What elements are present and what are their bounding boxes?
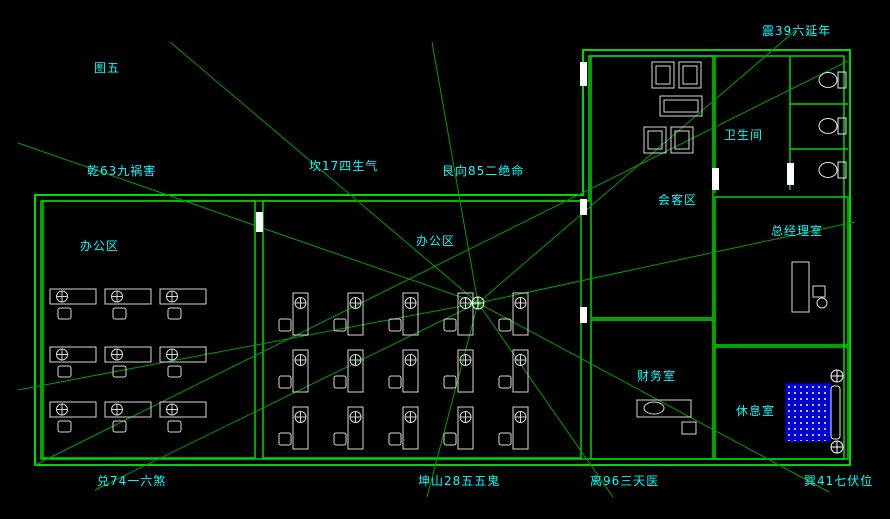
lounge-bed-dots — [786, 384, 830, 441]
wall-gm-office — [714, 196, 849, 346]
door-office-divider — [256, 212, 263, 232]
building-walls — [34, 49, 851, 466]
bagua-label-gen: 艮向85二绝命 — [442, 164, 525, 178]
door-middle-office-2 — [580, 307, 587, 323]
desk — [49, 346, 97, 378]
desk — [443, 349, 474, 393]
desk — [278, 349, 309, 393]
bathroom-toilets — [818, 71, 847, 179]
finance-room-furniture — [636, 399, 697, 435]
wall-finance-room — [590, 319, 714, 460]
desk — [443, 406, 474, 450]
gm-office-furniture — [791, 261, 828, 313]
bagua-label-zhen: 震39六延年 — [762, 24, 832, 38]
meeting-room-furniture — [643, 61, 703, 154]
door-middle-office-top — [580, 62, 587, 86]
lounge-fixture-bottom — [830, 440, 844, 454]
wall-lounge — [714, 346, 849, 460]
desk — [498, 406, 529, 450]
desk — [104, 401, 152, 433]
wall-office-left — [42, 200, 256, 459]
toilet — [818, 161, 847, 179]
door-frames — [256, 62, 794, 323]
figure-title: 图五 — [94, 61, 121, 75]
desk — [333, 406, 364, 450]
desk — [159, 401, 207, 433]
desk — [278, 292, 309, 336]
bagua-label-dui: 兑74一六煞 — [97, 474, 167, 488]
room-label-gm-office: 总经理室 — [771, 224, 824, 238]
bagua-label-xun: 巽41七伏位 — [804, 474, 874, 488]
desk — [159, 346, 207, 378]
wall-office-middle — [262, 200, 582, 459]
middle-office-desks — [278, 292, 529, 450]
bagua-center-marker — [471, 296, 485, 310]
finance-cabinet — [681, 421, 697, 435]
desk — [388, 349, 419, 393]
desk — [49, 401, 97, 433]
gm-chair — [816, 297, 828, 309]
coffee-table-inner — [663, 99, 699, 113]
desk — [388, 292, 419, 336]
lounge-fixture-top — [830, 369, 844, 383]
room-label-finance: 财务室 — [637, 369, 677, 383]
toilet — [818, 71, 847, 89]
outer-wall-inner — [40, 55, 845, 460]
finance-chair — [643, 401, 665, 415]
desk — [159, 288, 207, 320]
corner-diagonal-line — [34, 59, 851, 466]
room-label-lounge: 休息室 — [736, 404, 776, 418]
desk — [49, 288, 97, 320]
desk — [104, 288, 152, 320]
room-label-office-middle: 办公区 — [416, 234, 456, 248]
bagua-ray-lines — [17, 29, 856, 498]
gm-desk — [791, 261, 810, 313]
coffee-table — [659, 95, 703, 117]
room-label-office-left: 办公区 — [80, 239, 120, 253]
desk — [278, 406, 309, 450]
armchair — [643, 126, 667, 154]
bagua-label-li: 离96三天医 — [590, 474, 660, 488]
finance-desk — [636, 399, 692, 418]
armchair — [651, 61, 675, 89]
outer-wall — [34, 49, 851, 466]
armchair — [678, 61, 702, 89]
bagua-label-qian: 乾63九祸害 — [87, 164, 157, 178]
room-label-restroom: 卫生间 — [724, 128, 764, 142]
bagua-label-kan: 坎17四生气 — [309, 159, 379, 173]
wall-meeting-room — [590, 55, 714, 319]
desk — [388, 406, 419, 450]
bagua-label-kun: 坤山28五五鬼 — [418, 474, 501, 488]
left-office-desks — [49, 288, 207, 433]
desk — [498, 349, 529, 393]
lounge-furniture — [785, 369, 844, 454]
gm-monitor — [812, 285, 826, 298]
toilet — [818, 117, 847, 135]
door-middle-office-1 — [580, 199, 587, 215]
door-stalls — [787, 163, 794, 185]
door-bathroom — [712, 168, 719, 190]
lounge-side-panel — [830, 385, 841, 440]
room-label-meeting: 会客区 — [658, 193, 698, 207]
desk — [498, 292, 529, 336]
